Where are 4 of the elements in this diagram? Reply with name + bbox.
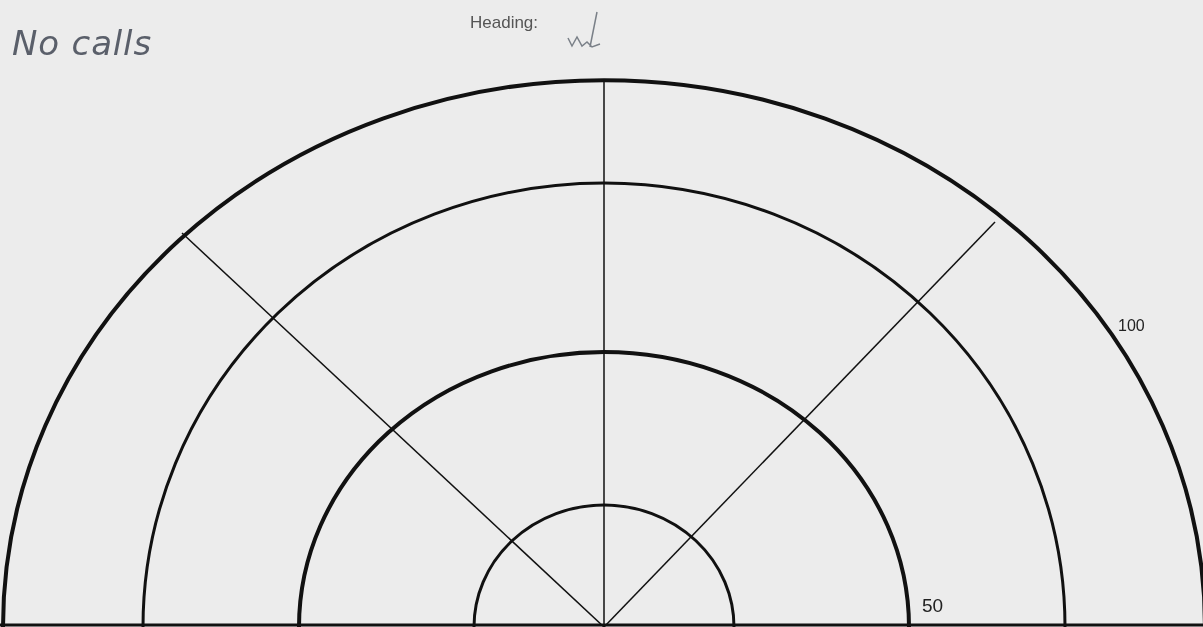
scale-label: 50: [922, 594, 944, 618]
handwritten-note: No calls: [12, 22, 152, 65]
heading-label: Heading:: [470, 12, 539, 34]
scale-label: 100: [1118, 316, 1145, 336]
